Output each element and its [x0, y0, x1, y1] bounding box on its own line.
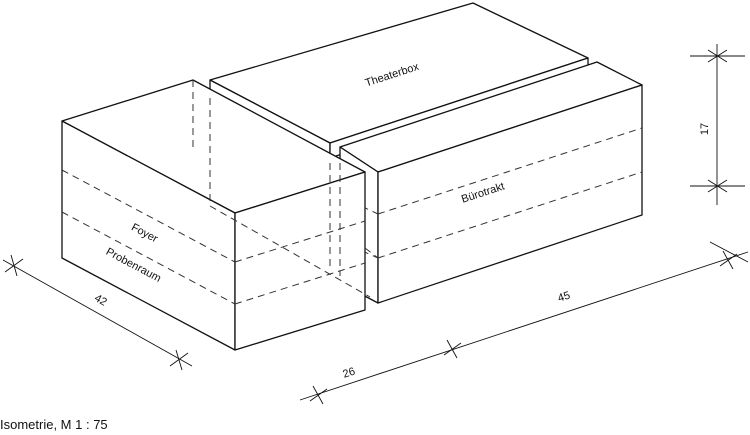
buerotrakt-floor-line-lower — [377, 171, 643, 259]
drawing-caption: Isometrie, M 1 : 75 — [0, 417, 108, 432]
dimension-depth: 42 — [2, 254, 193, 371]
dimension-front: 26 45 — [299, 241, 749, 405]
dimension-height-label: 17 — [699, 123, 711, 135]
foyer-right-face — [234, 171, 366, 351]
buerotrakt-volume — [339, 61, 643, 304]
buerotrakt-front-face — [377, 84, 643, 304]
dimension-gap-label: 26 — [341, 366, 356, 381]
foyer-floor-line-upper-right — [234, 220, 366, 263]
foyer-floor-line-lower-left — [61, 211, 236, 305]
foyer-volume — [61, 79, 379, 351]
dimension-length-label: 45 — [556, 290, 571, 305]
buerotrakt-floor-line-upper — [377, 127, 643, 215]
foyer-floor-line-upper-left — [61, 169, 236, 263]
foyer-floor-line-behind — [364, 247, 379, 259]
foyer-floor-line-lower-right — [234, 262, 366, 305]
theaterbox-hidden-diagonal — [209, 205, 371, 298]
dimension-height: 17 — [690, 44, 745, 205]
dimension-depth-label: 42 — [92, 292, 109, 309]
